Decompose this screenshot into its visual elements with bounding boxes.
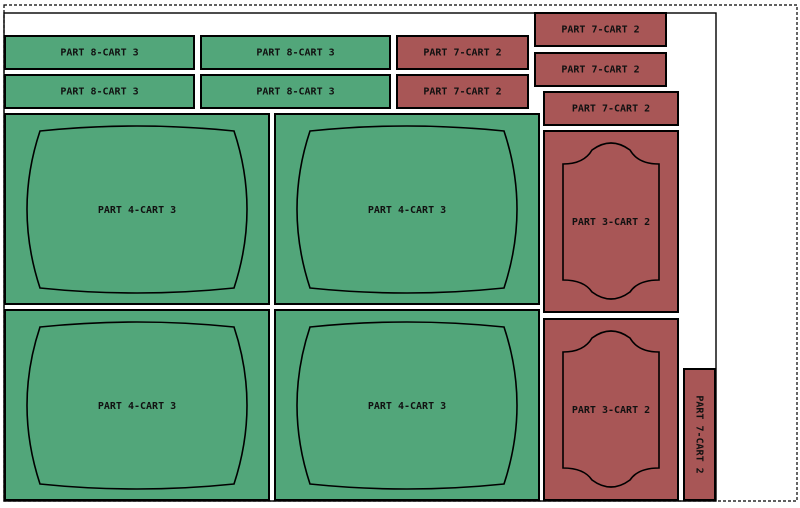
part-label: PART 7-CART 2 xyxy=(561,25,639,36)
part-3-cart-2[interactable]: PART 3-CART 2 xyxy=(543,318,679,501)
part-cut-outline xyxy=(26,125,248,294)
part-label: PART 8-CART 3 xyxy=(60,87,138,98)
part-label: PART 7-CART 2 xyxy=(572,104,650,115)
part-cut-outline xyxy=(26,321,248,490)
part-4-cart-3[interactable]: PART 4-CART 3 xyxy=(4,309,270,501)
part-8-cart-3[interactable]: PART 8-CART 3 xyxy=(4,35,195,70)
part-label: PART 8-CART 3 xyxy=(256,48,334,59)
part-label: PART 3-CART 2 xyxy=(572,405,650,416)
part-label: PART 8-CART 3 xyxy=(256,87,334,98)
part-cut-outline xyxy=(562,330,660,488)
part-8-cart-3[interactable]: PART 8-CART 3 xyxy=(4,74,195,109)
part-label: PART 4-CART 3 xyxy=(98,401,176,412)
part-label: PART 3-CART 2 xyxy=(572,217,650,228)
part-4-cart-3[interactable]: PART 4-CART 3 xyxy=(274,113,540,305)
part-7-cart-2[interactable]: PART 7-CART 2 xyxy=(543,91,679,126)
part-label: PART 8-CART 3 xyxy=(60,48,138,59)
part-4-cart-3[interactable]: PART 4-CART 3 xyxy=(274,309,540,501)
part-cut-outline xyxy=(296,321,518,490)
part-7-cart-2[interactable]: PART 7-CART 2 xyxy=(396,35,529,70)
part-7-cart-2[interactable]: PART 7-CART 2 xyxy=(396,74,529,109)
part-7-cart-2[interactable]: PART 7-CART 2 xyxy=(683,368,716,501)
part-label: PART 7-CART 2 xyxy=(423,87,501,98)
part-cut-outline xyxy=(296,125,518,294)
part-label: PART 4-CART 3 xyxy=(98,205,176,216)
part-label: PART 7-CART 2 xyxy=(423,48,501,59)
part-3-cart-2[interactable]: PART 3-CART 2 xyxy=(543,130,679,313)
part-label: PART 4-CART 3 xyxy=(368,401,446,412)
part-7-cart-2[interactable]: PART 7-CART 2 xyxy=(534,12,667,47)
part-8-cart-3[interactable]: PART 8-CART 3 xyxy=(200,74,391,109)
part-4-cart-3[interactable]: PART 4-CART 3 xyxy=(4,113,270,305)
part-7-cart-2[interactable]: PART 7-CART 2 xyxy=(534,52,667,87)
part-label: PART 4-CART 3 xyxy=(368,205,446,216)
part-label: PART 7-CART 2 xyxy=(561,65,639,76)
part-8-cart-3[interactable]: PART 8-CART 3 xyxy=(200,35,391,70)
part-cut-outline xyxy=(562,142,660,300)
part-label: PART 7-CART 2 xyxy=(694,395,705,473)
